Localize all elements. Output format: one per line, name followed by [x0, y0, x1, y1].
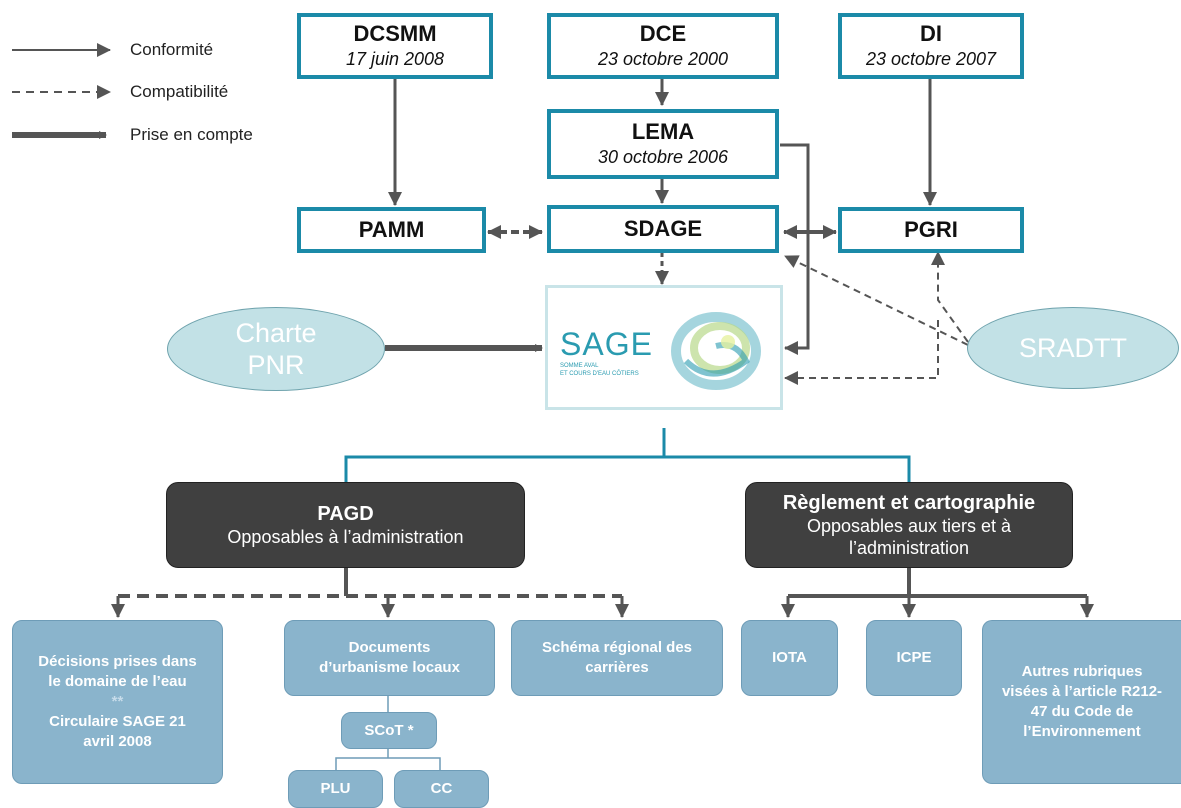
dce-title: DCE [639, 21, 687, 46]
charte-pnr-line1: Charte [235, 318, 317, 348]
decisions-box: Décisions prises dans le domaine de l’ea… [12, 620, 223, 784]
documents-line1: Documents [348, 639, 431, 656]
edge-lema-sage [780, 143, 810, 355]
pagd-subtitle: Opposables à l’administration [227, 527, 464, 547]
edge-split-bar [344, 455, 911, 482]
scot-label: SCoT * [364, 721, 414, 739]
sage-logo-sub2: ET COURS D'EAU CÔTIERS [560, 371, 639, 377]
pagd-box: PAGD Opposables à l’administration [166, 482, 525, 568]
scot-box: SCoT * [341, 712, 437, 749]
autres-line4: l’Environnement [1023, 723, 1141, 740]
edge-sradtt-pgri [931, 251, 969, 343]
di-box: DI 23 octobre 2007 [838, 13, 1024, 79]
dcsmm-box: DCSMM 17 juin 2008 [297, 13, 493, 79]
schema-box: Schéma régional des carrières [511, 620, 723, 696]
charte-pnr-line2: PNR [247, 350, 305, 380]
edge-sradtt-sage [784, 320, 939, 385]
dcsmm-date: 17 juin 2008 [345, 49, 445, 69]
sdage-box: SDAGE [547, 205, 779, 253]
iota-label: IOTA [772, 649, 807, 666]
dce-date: 23 octobre 2000 [597, 49, 729, 69]
lema-title: LEMA [631, 119, 695, 144]
cc-label: CC [430, 780, 453, 797]
pgri-box: PGRI [838, 207, 1024, 253]
legend-conformite-label: Conformité [130, 40, 214, 59]
sradtt-label: SRADTT [1019, 333, 1127, 363]
schema-line1: Schéma régional des [541, 639, 693, 656]
sage-logo-word: SAGE [560, 326, 653, 362]
decisions-line5: avril 2008 [83, 733, 152, 750]
lema-box: LEMA 30 octobre 2006 [547, 109, 779, 179]
decisions-line4: Circulaire SAGE 21 [49, 713, 186, 730]
edge-scot-bar [335, 757, 441, 770]
decisions-stars: ** [111, 693, 124, 710]
pgri-title: PGRI [904, 217, 958, 242]
dcsmm-title: DCSMM [353, 21, 437, 46]
di-date: 23 octobre 2007 [865, 49, 997, 69]
sdage-title: SDAGE [623, 216, 703, 241]
charte-pnr-oval: Charte PNR [167, 307, 385, 391]
dce-box: DCE 23 octobre 2000 [547, 13, 779, 79]
documents-line2: d’urbanisme locaux [319, 659, 460, 676]
edge-sradtt-sdage [784, 255, 969, 346]
autres-box: Autres rubriques visées à l’article R212… [982, 620, 1181, 784]
pamm-title: PAMM [358, 217, 425, 242]
reglement-box: Règlement et cartographie Opposables aux… [745, 482, 1073, 568]
reglement-subtitle1: Opposables aux tiers et à [806, 516, 1012, 536]
reglement-subtitle2: l’administration [848, 538, 970, 558]
cc-box: CC [394, 770, 489, 808]
lema-date: 30 octobre 2006 [597, 147, 729, 167]
pamm-box: PAMM [297, 207, 486, 253]
icpe-box: ICPE [866, 620, 962, 696]
legend-prise-label: Prise en compte [130, 125, 253, 144]
sage-logo-subtitle: SOMME AVAL ET COURS D'EAU CÔTIERS [560, 362, 639, 378]
pagd-title: PAGD [317, 503, 374, 525]
autres-line2: visées à l’article R212- [1001, 683, 1163, 700]
legend-compatibilite-label: Compatibilité [130, 82, 229, 101]
plu-box: PLU [288, 770, 383, 808]
schema-line2: carrières [585, 659, 649, 676]
autres-line1: Autres rubriques [1021, 663, 1143, 680]
reglement-title: Règlement et cartographie [782, 492, 1036, 514]
sage-swirl-icon [671, 312, 761, 390]
sage-logo-sub1: SOMME AVAL [560, 363, 599, 369]
autres-line3: 47 du Code de [1030, 703, 1134, 720]
iota-box: IOTA [741, 620, 838, 696]
di-title: DI [920, 21, 942, 46]
decisions-line2: le domaine de l’eau [48, 673, 187, 690]
documents-box: Documents d’urbanisme locaux [284, 620, 495, 696]
icpe-label: ICPE [896, 649, 932, 666]
sage-logo-box: SAGE SOMME AVAL ET COURS D'EAU CÔTIERS [545, 285, 783, 410]
sradtt-oval: SRADTT [967, 307, 1179, 389]
plu-label: PLU [320, 780, 351, 797]
decisions-line1: Décisions prises dans [38, 653, 197, 670]
